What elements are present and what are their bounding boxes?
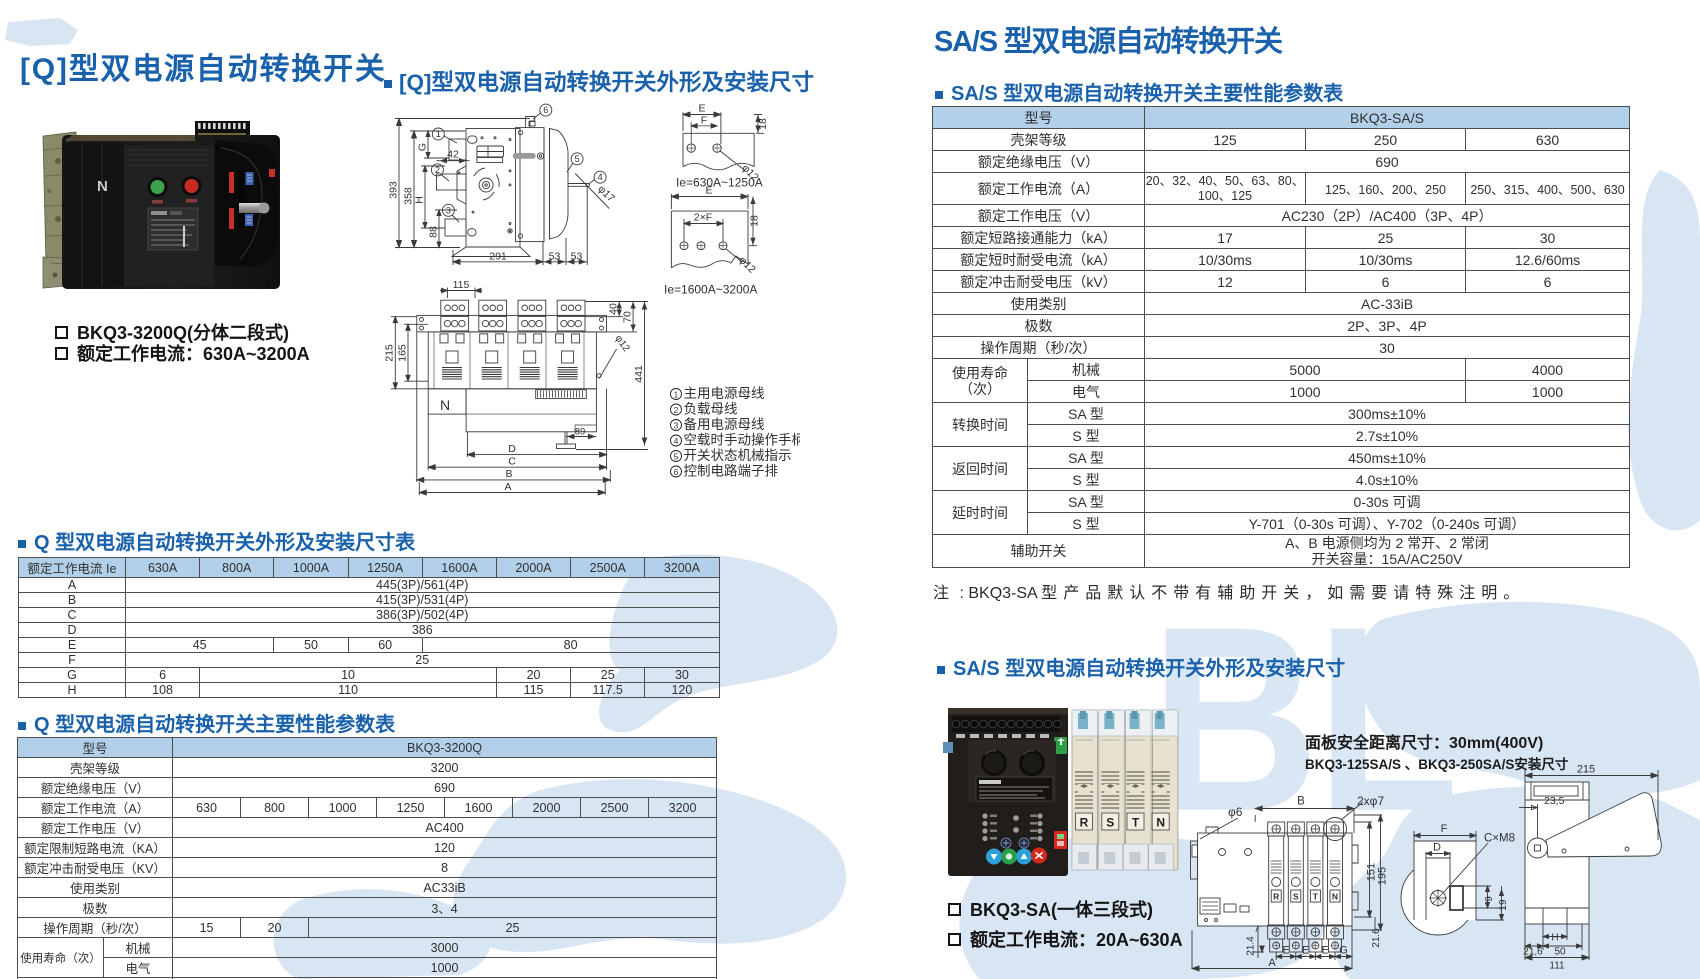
svg-text:291: 291 [489, 251, 507, 263]
svg-text:358: 358 [403, 187, 415, 205]
svg-text:2: 2 [435, 165, 440, 175]
svg-text:A: A [504, 481, 511, 493]
svg-text:88: 88 [428, 226, 440, 238]
svg-text:E: E [1322, 945, 1329, 957]
svg-text:S: S [1106, 816, 1114, 830]
svg-text:4: 4 [674, 436, 679, 446]
svg-text:9: 9 [1484, 896, 1495, 902]
svg-text:6: 6 [674, 467, 679, 477]
svg-text:备用电源母线: 备用电源母线 [684, 416, 765, 432]
svg-text:393: 393 [388, 181, 400, 199]
svg-text:H: H [414, 196, 426, 204]
svg-text:4: 4 [598, 172, 603, 182]
svg-text:F: F [1441, 823, 1448, 835]
svg-text:主用电源母线: 主用电源母线 [684, 386, 765, 401]
svg-text:441: 441 [633, 365, 645, 383]
svg-text:N: N [1332, 892, 1338, 902]
svg-text:F: F [701, 115, 707, 127]
svg-text:1: 1 [436, 129, 441, 139]
svg-text:40: 40 [608, 303, 620, 315]
svg-text:R: R [1080, 816, 1089, 830]
svg-text:165: 165 [397, 344, 409, 362]
svg-text:空载时手动操作手柄: 空载时手动操作手柄 [684, 433, 801, 448]
svg-text:控制电路端子排: 控制电路端子排 [684, 464, 779, 479]
svg-text:3: 3 [674, 421, 679, 431]
svg-text:T: T [1313, 892, 1319, 902]
svg-text:H: H [1551, 933, 1558, 944]
svg-text:D: D [1433, 842, 1441, 854]
svg-text:53: 53 [571, 251, 583, 263]
svg-text:N: N [1156, 816, 1165, 830]
svg-text:2×F: 2×F [694, 212, 712, 224]
svg-text:1: 1 [674, 390, 679, 400]
svg-text:2xφ7: 2xφ7 [1357, 794, 1384, 808]
svg-text:D: D [508, 443, 516, 455]
svg-text:3: 3 [446, 205, 451, 215]
svg-text:215: 215 [1577, 764, 1595, 776]
svg-text:21.6: 21.6 [1371, 928, 1382, 948]
svg-text:E: E [698, 103, 705, 115]
svg-text:Ie=630A~1250A: Ie=630A~1250A [676, 176, 763, 190]
svg-text:5: 5 [674, 452, 679, 462]
svg-text:195: 195 [1377, 867, 1389, 885]
svg-text:B: B [505, 468, 512, 480]
svg-text:18: 18 [757, 118, 769, 130]
svg-text:5: 5 [575, 154, 580, 164]
svg-text:N: N [97, 178, 108, 195]
svg-text:Ie=1600A~3200A: Ie=1600A~3200A [664, 283, 757, 297]
svg-text:E: E [1302, 945, 1309, 957]
svg-text:S: S [1293, 892, 1299, 902]
svg-text:T: T [1132, 816, 1140, 830]
svg-text:开关状态机械指示: 开关状态机械指示 [684, 448, 792, 463]
svg-text:215: 215 [384, 344, 396, 362]
svg-text:G: G [1339, 945, 1348, 957]
svg-text:6: 6 [543, 105, 548, 115]
svg-text:φ17: φ17 [595, 183, 617, 205]
svg-text:23,5: 23,5 [1544, 795, 1565, 807]
svg-text:N: N [440, 397, 450, 413]
svg-text:φ12: φ12 [736, 254, 758, 276]
svg-text:151: 151 [1366, 863, 1378, 881]
svg-text:53: 53 [549, 251, 561, 263]
svg-text:E: E [1282, 945, 1289, 957]
svg-text:R: R [1273, 892, 1279, 902]
svg-text:89: 89 [575, 427, 586, 438]
svg-text:E: E [705, 185, 712, 197]
svg-text:18: 18 [749, 215, 761, 227]
svg-text:70: 70 [622, 311, 634, 323]
svg-text:115: 115 [453, 279, 470, 291]
svg-text:19: 19 [1498, 899, 1509, 911]
svg-text:负载母线: 负载母线 [684, 402, 738, 417]
svg-text:φ6: φ6 [1228, 805, 1243, 819]
svg-text:G: G [417, 143, 429, 151]
svg-text:B: B [1297, 796, 1305, 808]
svg-text:BL: BL [1150, 571, 1455, 865]
svg-text:21.4: 21.4 [1246, 936, 1257, 956]
svg-text:C: C [508, 456, 516, 468]
svg-text:21,6: 21,6 [1523, 947, 1543, 958]
svg-text:2: 2 [674, 405, 679, 415]
svg-text:C×M8: C×M8 [1484, 833, 1515, 845]
svg-text:111: 111 [1549, 961, 1565, 972]
svg-text:42: 42 [447, 149, 459, 161]
svg-text:50: 50 [1554, 947, 1566, 958]
svg-text:A: A [1268, 957, 1276, 969]
